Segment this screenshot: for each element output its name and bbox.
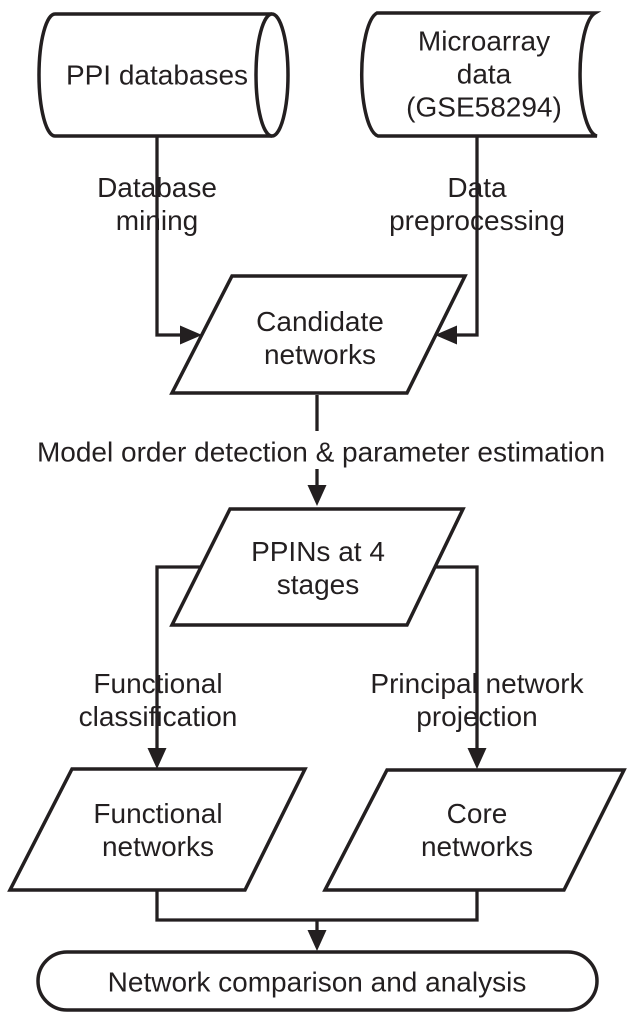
label-line: Data — [447, 172, 507, 203]
parallelogram-shape-ppins-at-4-stages — [169, 507, 466, 627]
label-line: networks — [263, 339, 377, 370]
edge-label-database-mining: Database mining — [97, 171, 217, 237]
label-line: Functional — [93, 668, 223, 699]
arrowhead-microarray-to-candidate — [435, 325, 457, 345]
arrow-ppi-to-candidate — [155, 136, 182, 337]
label-line: networks — [420, 831, 534, 862]
parallelogram-shape-candidate-networks — [169, 274, 468, 395]
label-line: Functional — [93, 798, 223, 829]
arrowhead-candidate-to-ppins — [307, 485, 327, 506]
stored-data-shape-microarray — [359, 11, 602, 138]
node-ppins-at-4-stages-label: PPINs at 4 stages — [251, 535, 385, 601]
arrow-ppins-to-functional — [155, 565, 200, 750]
label-line: classification — [78, 701, 238, 732]
connector-join-bottom — [155, 890, 479, 922]
edge-label-principal-network-projection: Principal network projection — [370, 667, 583, 733]
arrowhead-join-to-comparison — [307, 930, 327, 951]
label-line: Model order detection & parameter estima… — [36, 436, 606, 468]
label-line: Microarray — [417, 25, 551, 57]
cylinder-end-cap — [254, 12, 290, 138]
label-line: Core — [446, 798, 508, 829]
parallelogram-shape-functional-networks — [7, 767, 308, 892]
label-line: data — [456, 58, 512, 90]
edge-label-model-order-detection: Model order detection & parameter estima… — [37, 436, 605, 469]
arrowhead-ppi-to-candidate — [180, 325, 202, 345]
label-line: preprocessing — [389, 205, 565, 236]
node-candidate-networks-label: Candidate networks — [256, 305, 384, 371]
parallelogram-shape-core-networks — [322, 768, 627, 892]
cylinder-shape-ppi-databases — [37, 12, 272, 138]
stadium-shape-network-comparison — [36, 950, 599, 1012]
edge-label-functional-classification: Functional classification — [79, 667, 238, 733]
edge-label-data-preprocessing: Data preprocessing — [389, 171, 565, 237]
arrowhead-ppins-to-core — [467, 748, 487, 769]
label-line: projection — [416, 701, 538, 732]
label-line: Database — [97, 172, 217, 203]
arrow-microarray-to-candidate — [455, 136, 479, 337]
label-line: stages — [276, 569, 360, 600]
arrow-ppins-to-core — [434, 565, 479, 750]
label-line: Principal network — [370, 668, 584, 699]
label-line: mining — [115, 205, 199, 236]
node-network-comparison-label: Network comparison and analysis — [108, 966, 527, 999]
node-functional-networks-label: Functional networks — [93, 797, 222, 863]
label-line: (GSE58294) — [406, 91, 562, 123]
label-line: PPI databases — [65, 59, 249, 91]
node-core-networks-label: Core networks — [421, 797, 533, 863]
label-line: Network comparison and analysis — [107, 966, 527, 998]
label-line: networks — [101, 831, 215, 862]
label-line: PPINs at 4 — [251, 536, 385, 567]
node-microarray-data-label: Microarray data (GSE58294) — [406, 25, 562, 124]
arrowhead-ppins-to-functional — [147, 748, 167, 769]
label-line: Candidate — [256, 306, 384, 337]
node-ppi-databases-label: PPI databases — [66, 59, 248, 92]
